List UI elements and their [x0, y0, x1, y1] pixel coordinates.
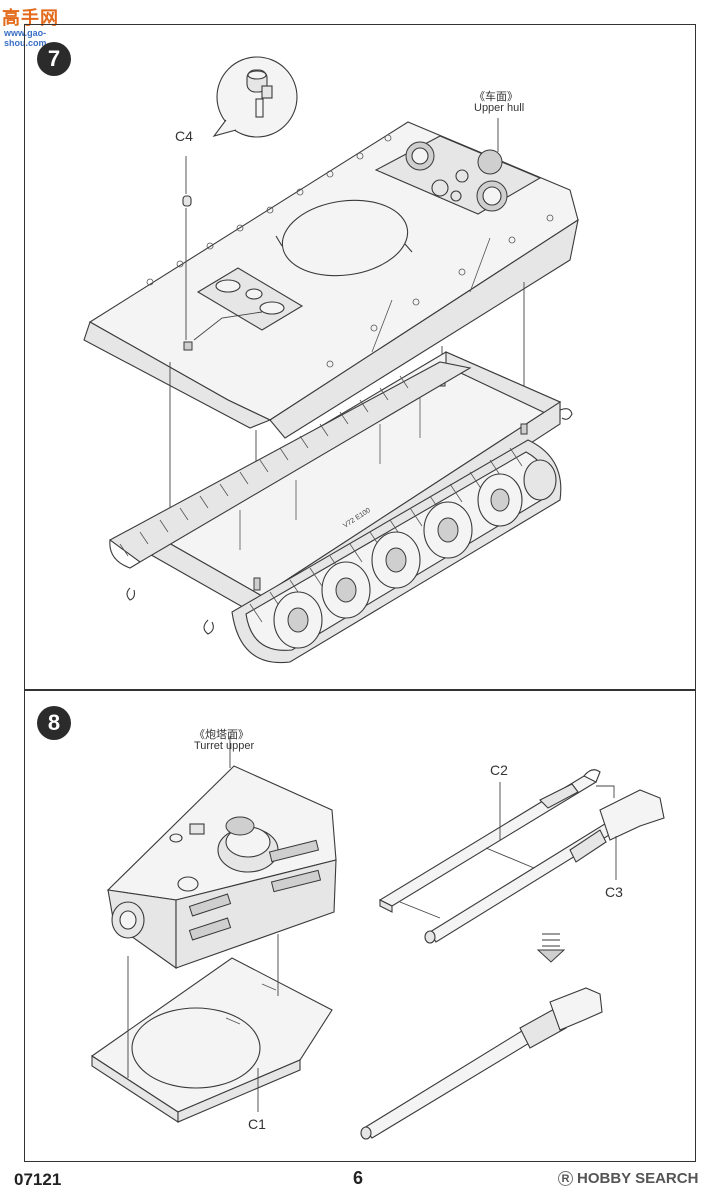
c4-part [182, 195, 192, 207]
result-arrow-icon [536, 933, 566, 963]
brand-name: HOBBY SEARCH [577, 1170, 699, 1187]
part-c4-label: C4 [175, 128, 193, 144]
upper-hull-part [83, 121, 579, 439]
step8-turret-assembly-lines [127, 736, 279, 1112]
track-assembly [108, 361, 573, 664]
step7-panel [24, 24, 696, 690]
part-c2-label: C2 [490, 762, 508, 778]
step7-number-badge: 7 [37, 42, 71, 76]
part-c1-label: C1 [248, 1116, 266, 1132]
turret-upper-label-cn: 《炮塔面》 [194, 729, 249, 741]
step8-gun-assembly-lines [399, 782, 617, 919]
part-c3-barrel [424, 789, 665, 944]
gun-barrel-halves [378, 769, 601, 913]
turret-lower-plate-part [91, 957, 333, 1124]
upper-hull-label-en: Upper hull [474, 102, 525, 114]
watermark-mark: 高手网 [2, 8, 59, 28]
kit-code: 07121 [14, 1170, 62, 1189]
step8-panel [24, 690, 696, 1162]
part-c3-label: C3 [605, 884, 623, 900]
turret-upper-part [106, 765, 337, 970]
turret-upper-label-en: Turret upper [194, 740, 255, 752]
step8-number-badge: 8 [37, 706, 71, 740]
watermark-url: www.gao-shou.com [4, 28, 47, 48]
registered-mark-icon: R [558, 1171, 573, 1186]
assembled-gun-barrel [360, 987, 603, 1140]
c4-detail-callout [212, 56, 298, 138]
watermark-logo: 高手网 www.gao-shou.com [2, 4, 76, 48]
page-number: 6 [353, 1168, 364, 1188]
hobby-search-watermark: R HOBBY SEARCH [558, 1170, 698, 1187]
upper-hull-label-cn: 《车面》 [474, 91, 518, 103]
